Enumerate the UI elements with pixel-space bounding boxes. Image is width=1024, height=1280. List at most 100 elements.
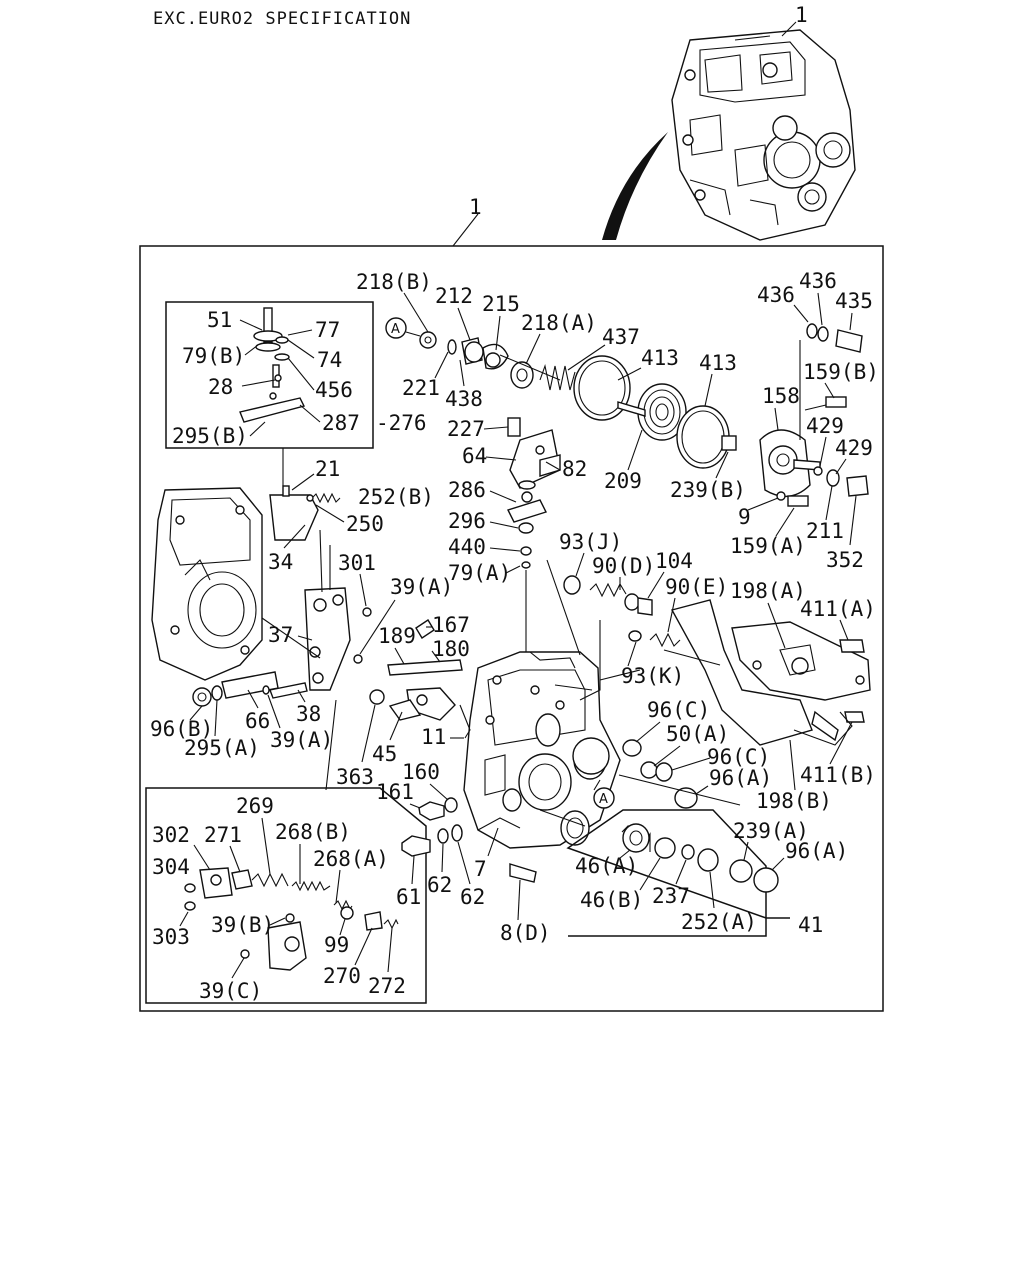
callout-237: 237 [652, 884, 690, 908]
callout-218a: 218(A) [521, 311, 597, 335]
callout-429-right: 429 [835, 436, 873, 460]
callout-227: 227 [447, 417, 485, 441]
governor-housing-image [151, 487, 263, 681]
callout-labels: 218(B) 212 215 218(A) 437 413 413 221 43… [150, 269, 879, 1003]
screw-plug-set-image [563, 575, 681, 648]
stop-solenoid-image [759, 323, 869, 507]
cold-start-inset [145, 787, 427, 1004]
callout-250: 250 [346, 512, 384, 536]
callout-38: 38 [296, 702, 321, 726]
cold-start-parts-image [184, 867, 399, 971]
callout-436-right: 436 [799, 269, 837, 293]
callout-270: 270 [323, 964, 361, 988]
callout-99: 99 [324, 933, 349, 957]
callout-429-left: 429 [806, 414, 844, 438]
callout-66: 66 [245, 709, 270, 733]
callout-7: 7 [474, 857, 487, 881]
callout-8d: 8(D) [500, 921, 551, 945]
injection-pump-assembly-image [671, 29, 856, 241]
shaft-66-image [192, 671, 308, 707]
callout-301: 301 [338, 551, 376, 575]
pump-body-image [463, 651, 641, 849]
callout-209: 209 [604, 469, 642, 493]
callout-159b: 159(B) [803, 360, 879, 384]
callout-45: 45 [372, 742, 397, 766]
callout-assembly-top: 1 [795, 3, 808, 27]
callout-198b: 198(B) [756, 789, 832, 813]
callout-96b: 96(B) [150, 717, 213, 741]
callout-104: 104 [655, 549, 693, 573]
reference-a-top-text: A [391, 322, 400, 337]
callout-90e: 90(E) [665, 575, 728, 599]
callout-50a: 50(A) [666, 722, 729, 746]
callout-37: 37 [268, 623, 293, 647]
callout-79a: 79(A) [448, 561, 511, 585]
callout-82: 82 [562, 457, 587, 481]
callout-215: 215 [482, 292, 520, 316]
reference-a-marker-top [385, 317, 407, 339]
bracket-64-image [507, 417, 561, 655]
callout-158: 158 [762, 384, 800, 408]
callout-211: 211 [806, 519, 844, 543]
callout-74: 74 [317, 348, 342, 372]
callout-296: 296 [448, 509, 486, 533]
callout-160: 160 [402, 760, 440, 784]
callout-28: 28 [208, 375, 233, 399]
callout-239b: 239(B) [670, 478, 746, 502]
callout-39a-lower: 39(A) [270, 728, 333, 752]
view-arrow-icon [602, 132, 668, 240]
axis-lines [261, 354, 741, 806]
callout-440: 440 [448, 535, 486, 559]
callout-413b: 413 [699, 351, 737, 375]
callout-79b: 79(B) [182, 344, 245, 368]
callout-assembly-frame: 1 [469, 195, 482, 219]
callout-303: 303 [152, 925, 190, 949]
callout-61: 61 [396, 885, 421, 909]
callout-295b: 295(B) [172, 424, 248, 448]
callout-456: 456 [315, 378, 353, 402]
spec-header: EXC.EURO2 SPECIFICATION [153, 9, 411, 29]
callout-268a: 268(A) [313, 847, 389, 871]
callout-39a-upper: 39(A) [390, 575, 453, 599]
drain-bolt-image [418, 797, 458, 821]
callout-77: 77 [315, 318, 340, 342]
cover-plate-parts-image [729, 859, 779, 893]
callout-411a: 411(A) [800, 597, 876, 621]
plunger-spring-parts-image [539, 809, 719, 872]
callout-276: -276 [376, 411, 427, 435]
callout-96a-upper: 96(A) [709, 766, 772, 790]
callout-51: 51 [207, 308, 232, 332]
callout-252a: 252(A) [681, 910, 757, 934]
callout-46b: 46(B) [580, 888, 643, 912]
reference-a-marker-body [593, 787, 615, 809]
callout-221: 221 [402, 376, 440, 400]
fuel-cutoff-stack-image [419, 331, 737, 469]
callout-93k: 93(K) [621, 664, 684, 688]
callout-212: 212 [435, 284, 473, 308]
callout-93j: 93(J) [559, 530, 622, 554]
control-lever-image [269, 448, 351, 691]
callout-11: 11 [421, 725, 446, 749]
callout-252b: 252(B) [358, 485, 434, 509]
callout-90d: 90(D) [592, 554, 655, 578]
spring-252b-image [306, 492, 341, 504]
callout-363: 363 [336, 765, 374, 789]
callout-268b: 268(B) [275, 820, 351, 844]
main-frame [139, 245, 884, 1012]
callout-413a: 413 [641, 346, 679, 370]
callout-218b: 218(B) [356, 270, 432, 294]
callout-271: 271 [204, 823, 242, 847]
callout-62-left: 62 [427, 873, 452, 897]
callout-9: 9 [738, 505, 751, 529]
callout-180: 180 [432, 637, 470, 661]
callout-96c-lower: 96(C) [707, 745, 770, 769]
callout-39b: 39(B) [211, 913, 274, 937]
callout-62-right: 62 [460, 885, 485, 909]
callout-198a: 198(A) [730, 579, 806, 603]
callout-189: 189 [378, 624, 416, 648]
accelerator-bracket-image [670, 599, 871, 746]
callout-46a: 46(A) [575, 854, 638, 878]
callout-167: 167 [432, 613, 470, 637]
